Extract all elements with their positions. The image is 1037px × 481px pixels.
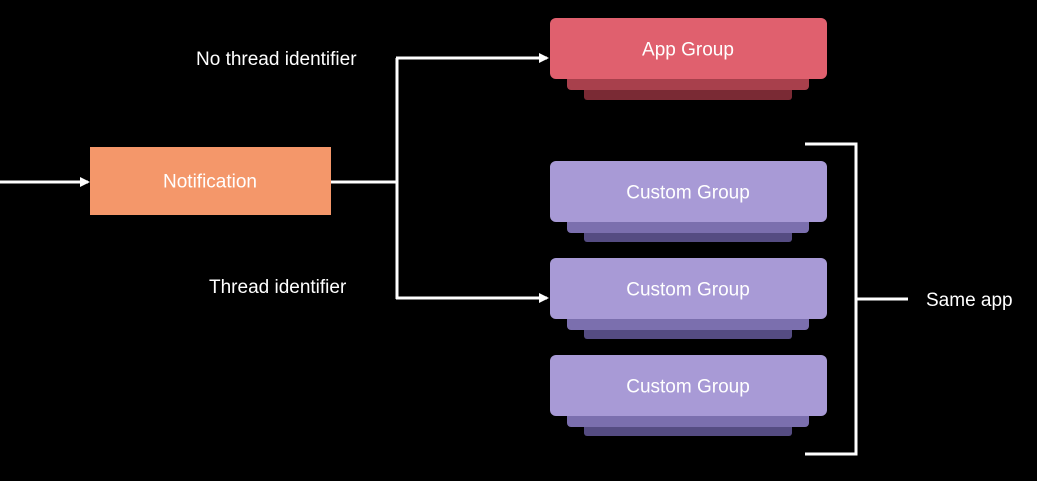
- custom-group-stack-1: Custom Group: [550, 161, 827, 242]
- same-app-label: Same app: [926, 290, 1013, 311]
- thread-identifier-label: Thread identifier: [209, 277, 347, 298]
- custom-group-box: [550, 258, 827, 319]
- notification-box: [90, 147, 331, 215]
- custom-group-label: Custom Group: [626, 377, 750, 398]
- app-group-stack: App Group: [550, 18, 827, 100]
- custom-group-stack-3: Custom Group: [550, 355, 827, 436]
- custom-group-box: [550, 161, 827, 222]
- app-group-box: [550, 18, 827, 79]
- custom-group-label: Custom Group: [626, 183, 750, 204]
- custom-group-stack-2: Custom Group: [550, 258, 827, 339]
- notification-label: Notification: [163, 172, 257, 193]
- notification-node: Notification: [90, 147, 331, 215]
- custom-group-box: [550, 355, 827, 416]
- custom-group-label: Custom Group: [626, 280, 750, 301]
- no-thread-identifier-label: No thread identifier: [196, 49, 357, 70]
- app-group-label: App Group: [642, 40, 734, 61]
